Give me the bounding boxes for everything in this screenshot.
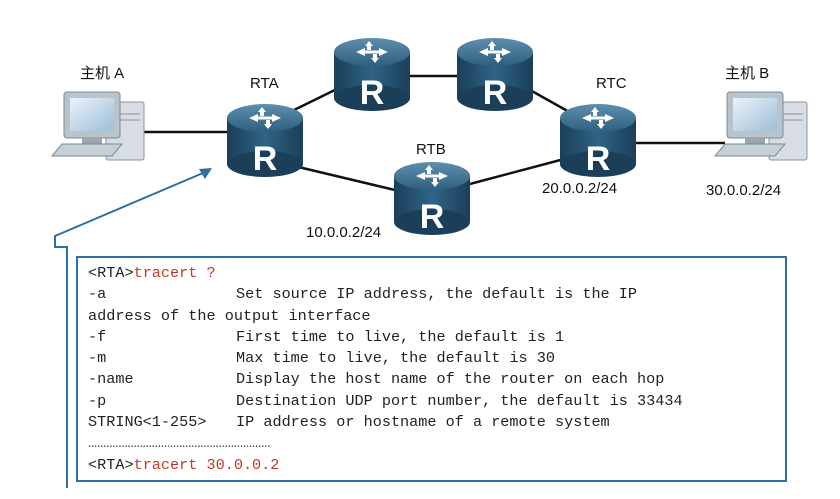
- command-text: tracert 30.0.0.2: [133, 455, 280, 474]
- link-rtb-rtc: [465, 156, 569, 187]
- top2-glyph: R: [483, 74, 508, 112]
- terminal-line-command1: <RTA>tracert ?: [88, 263, 785, 284]
- host-a-label: 主机 A: [80, 65, 125, 82]
- option-flag: -f: [88, 327, 107, 346]
- string-description: IP address or hostname of a remote syste…: [236, 413, 610, 432]
- rtb-label: RTB: [416, 141, 446, 158]
- terminal-line-option: -a Set source IP address, the default is …: [88, 284, 785, 305]
- option-flag: -m: [88, 349, 107, 368]
- rtc-glyph: R: [586, 140, 611, 178]
- option-description: Max time to live, the default is 30: [236, 349, 555, 368]
- option-description: Destination UDP port number, the default…: [236, 391, 683, 410]
- terminal-line-continuation: address of the output interface: [88, 306, 785, 327]
- option-flag: -p: [88, 391, 107, 410]
- rta-label: RTA: [250, 75, 279, 92]
- prompt: <RTA>: [88, 264, 134, 282]
- host-a-computer-icon: [51, 91, 145, 161]
- prompt: <RTA>: [88, 455, 134, 474]
- rtc-label: RTC: [596, 75, 627, 92]
- terminal-line-string: STRING<1-255> IP address or hostname of a…: [88, 412, 785, 433]
- terminal-line-option: -m Max time to live, the default is 30: [88, 348, 785, 369]
- string-option: STRING<1-255>: [88, 413, 207, 432]
- option-description: Display the host name of the router on e…: [236, 370, 665, 389]
- terminal-line-option: -p Destination UDP port number, the defau…: [88, 391, 785, 412]
- rtb-glyph: R: [420, 198, 445, 236]
- top1-glyph: R: [360, 74, 385, 112]
- option-description: First time to live, the default is 1: [236, 327, 565, 346]
- option-description: Set source IP address, the default is th…: [236, 285, 638, 304]
- host-b-label: 主机 B: [725, 65, 770, 82]
- option-flag: -a: [88, 285, 107, 304]
- terminal-line-option: -name Display the host name of the router…: [88, 369, 785, 390]
- rtc-ip-label: 20.0.0.2/24: [542, 180, 618, 197]
- terminal-line-command2: <RTA>tracert 30.0.0.2: [88, 455, 785, 476]
- option-flag: -name: [88, 370, 134, 389]
- callout-arrow: [54, 168, 212, 488]
- option-description-cont: address of the output interface: [88, 306, 371, 325]
- links: [125, 74, 725, 192]
- host-b-ip-label: 30.0.0.2/24: [706, 182, 782, 199]
- terminal-separator: ……………………………………………………: [88, 434, 271, 453]
- rtb-ip-label: 10.0.0.2/24: [306, 224, 382, 241]
- host-b-computer-icon: [714, 91, 808, 161]
- rta-glyph: R: [253, 140, 278, 178]
- link-rta-rtb: [289, 163, 396, 192]
- terminal-line-option: -f First time to live, the default is 1: [88, 327, 785, 348]
- command-text: tracert ?: [133, 264, 216, 282]
